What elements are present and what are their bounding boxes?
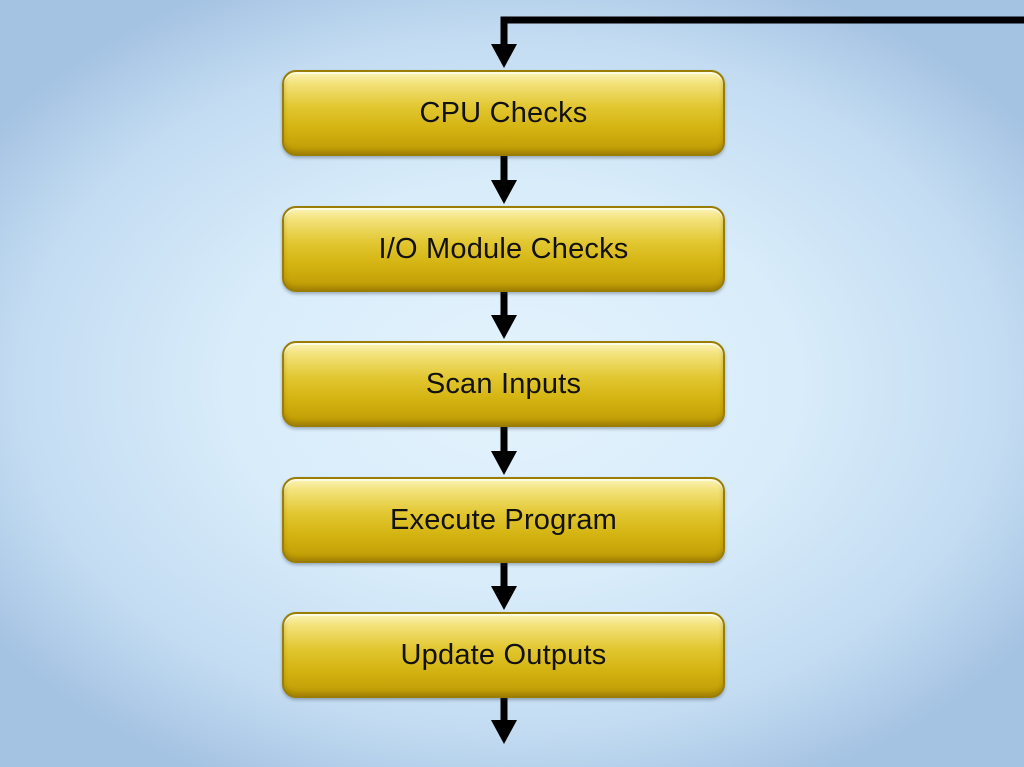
step-label: I/O Module Checks [378,232,629,265]
loop-back-line [500,16,1024,46]
arrowhead-scan-to-execute [491,451,517,475]
step-label: Execute Program [389,503,618,536]
step-label: CPU Checks [419,96,588,129]
step-update-outputs: Update Outputs [282,612,725,698]
arrowhead-execute-to-update [491,586,517,610]
step-execute-program: Execute Program [282,477,725,563]
arrowhead-io-to-scan [491,315,517,339]
step-label: Update Outputs [400,638,607,671]
step-label: Scan Inputs [425,367,582,400]
step-io-module-checks: I/O Module Checks [282,206,725,292]
step-cpu-checks: CPU Checks [282,70,725,156]
step-scan-inputs: Scan Inputs [282,341,725,427]
arrowhead-cpu-to-io [491,180,517,204]
loop-back-arrowhead [491,44,517,68]
arrowhead-update-out [491,720,517,744]
